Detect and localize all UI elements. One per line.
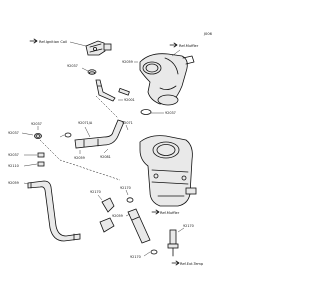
water-hose-bend [74, 119, 125, 149]
part-number-label: 92001 [124, 98, 135, 102]
hose-clamp [64, 132, 72, 138]
part-number-label: 92170 [183, 224, 194, 228]
ref-arrow-icon [169, 42, 178, 48]
temp-sensor-fitting [167, 229, 179, 257]
ref-muffler-top-label: Ref.Muffler [179, 44, 199, 48]
part-number-label: 92037 [165, 111, 176, 115]
part-number-label: 92059 [8, 181, 19, 185]
hose-clamp [140, 109, 152, 115]
hose-clamp [34, 132, 42, 139]
water-hose-long [27, 180, 81, 242]
muffler-elbow [139, 53, 195, 106]
ref-arrow-icon [171, 260, 180, 266]
hose-clamp [126, 197, 134, 203]
ref-arrow-icon [151, 209, 160, 215]
ref-arrow-icon [29, 38, 38, 44]
exhaust-manifold [139, 135, 197, 207]
hose-joint [37, 152, 45, 167]
hose-straight [127, 208, 151, 244]
parts-diagram: J006 Ref.Ignition Coil 92037 92001 Ref.M… [8, 32, 213, 266]
part-number-label: 92170 [130, 255, 141, 259]
hose-clamp [150, 249, 158, 255]
part-number-label: 92037 [67, 64, 78, 68]
part-number-label: 92059 [74, 156, 85, 160]
connection-line [39, 139, 121, 181]
part-number-label: 92170 [90, 190, 101, 194]
ignition-coil-connector [85, 40, 112, 56]
part-number-label: 92071/A [78, 121, 93, 125]
diagram-code: J006 [203, 32, 213, 36]
ref-ext-temp-label: Ref.Ext.Temp [180, 262, 204, 266]
part-number-label: 92081 [100, 155, 111, 159]
part-number-label: 92059 [112, 214, 123, 218]
part-number-label: 92071 [122, 121, 133, 125]
ref-ignition-coil-label: Ref.Ignition Coil [39, 40, 67, 44]
water-hose-small [95, 79, 116, 102]
hose-short [99, 197, 115, 233]
ref-muffler-bottom-label: Ref.Muffler [160, 211, 180, 215]
connection-line [95, 95, 119, 119]
part-number-label: 92037 [31, 122, 42, 126]
nipple-fitting [118, 87, 130, 96]
part-number-label: 92037 [8, 131, 19, 135]
part-number-label: 92110 [8, 164, 19, 168]
hose-clamp [87, 69, 97, 75]
part-number-label: 92170 [120, 186, 131, 190]
parts-diagram-svg: J006 Ref.Ignition Coil 92037 92001 Ref.M… [8, 32, 213, 266]
part-number-label: 92059 [122, 60, 133, 64]
part-number-label: 92037 [8, 153, 19, 157]
